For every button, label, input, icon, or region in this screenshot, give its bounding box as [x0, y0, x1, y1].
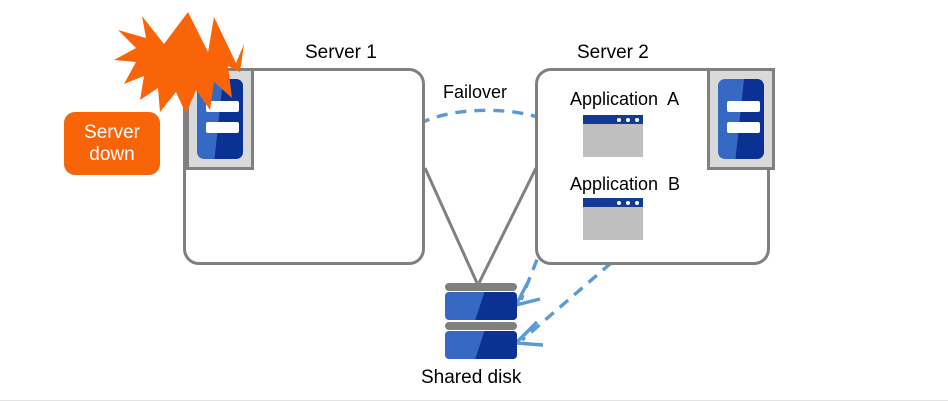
server-2-label: Server 2 — [577, 42, 649, 63]
window-dot-2 — [626, 117, 630, 122]
server-1-icon-bar-top — [206, 101, 239, 112]
server-2-icon-bar-bottom — [727, 122, 760, 133]
server-down-badge-line2: down — [89, 143, 135, 165]
application-b-label: Application B — [570, 174, 681, 194]
shared-disk-segment-bottom — [445, 331, 517, 359]
application-a-window-icon — [583, 115, 643, 157]
server-2-icon-body — [718, 79, 764, 159]
application-b-titlebar — [583, 198, 643, 207]
server-1-icon-bar-bottom — [206, 122, 239, 133]
lightning-burst-icon — [114, 12, 244, 114]
server-down-badge-line1: Server — [84, 121, 140, 143]
application-a-label: Application A — [570, 89, 680, 109]
server-1-label: Server 1 — [305, 42, 377, 63]
server-2-icon-bar-top — [727, 101, 760, 112]
server-to-disk-links — [423, 167, 538, 284]
link-server1-disk — [423, 167, 479, 284]
failover-label: Failover — [443, 82, 508, 102]
application-a-titlebar — [583, 115, 643, 124]
server-down-badge: Server down — [64, 112, 160, 175]
window-dot-3 — [635, 200, 639, 205]
shared-disk-label: Shared disk — [421, 367, 522, 388]
server-2-icon — [707, 68, 775, 170]
link-server2-disk — [477, 167, 538, 284]
shared-disk-cap-top — [445, 283, 517, 291]
application-b-window-icon — [583, 198, 643, 240]
window-dot-1 — [617, 200, 621, 205]
window-dot-2 — [626, 200, 630, 205]
window-dot-1 — [617, 117, 621, 122]
window-dot-3 — [635, 117, 639, 122]
shared-disk-segment-top — [445, 292, 517, 320]
failover-arrow — [402, 108, 548, 137]
shared-disk-cap-bottom — [445, 322, 517, 330]
